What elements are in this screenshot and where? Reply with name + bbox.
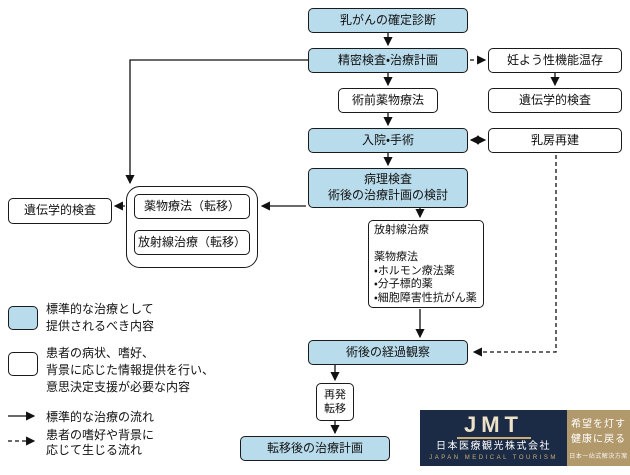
dashed-arrow-reconstruction-to-followup: [472, 155, 557, 357]
legend-dashed-arrow-label: 患者の嗜好や背景に 応じて生じる流れ: [46, 428, 155, 457]
legend-standard-care-label: 標準的な治療として 提供されるべき内容: [46, 302, 155, 333]
node-detailed-exam-treatment-plan: 精密検査・治療計画: [308, 48, 468, 73]
node-genetic-testing-right: 遺伝学的検査: [488, 88, 622, 113]
jmt-company-name-en: JAPAN MEDICAL TOURISM: [429, 455, 558, 461]
node-radiation-therapy-metastasis: 放射線治療（転移）: [134, 230, 250, 255]
node-genetic-testing-left: 遺伝学的検査: [8, 198, 112, 224]
node-confirmed-diagnosis: 乳がんの確定診断: [308, 8, 468, 33]
legend-solid-arrow-label: 標準的な治療の流れ: [46, 410, 155, 424]
node-recurrence-metastasis: 再発 転移: [316, 383, 354, 421]
jmt-logo-gold-bar: [456, 437, 531, 439]
node-drug-therapy-metastasis: 薬物療法（転移）: [134, 194, 250, 219]
node-post-metastasis-treatment-plan: 転移後の治療計画: [240, 436, 390, 461]
legend-patient-preference-swatch: [8, 352, 38, 376]
jmt-slogan-line1: 希望を灯す: [571, 418, 626, 430]
legend-patient-preference-label: 患者の病状、嗜好、 背景に応じた情報提供を行い、 意思決定支援が必要な内容: [46, 346, 215, 394]
node-postop-followup: 術後の経過観察: [308, 340, 468, 365]
legend-standard-care-swatch: [8, 306, 38, 330]
jmt-slogan-panel: 希望を灯す 健康に戻る 日本一站式解決方案: [567, 410, 630, 466]
jmt-logo-mark: JMT: [464, 412, 523, 437]
node-postop-radiation-drug-therapy: 放射線治療 薬物療法 ・ホルモン療法薬 ・分子標的薬 ・細胞障害性抗がん薬: [368, 220, 484, 308]
node-pathology-postop-plan: 病理検査 術後の治療計画の検討: [308, 168, 468, 208]
jmt-logo: JMT 日本医療観光株式会社 JAPAN MEDICAL TOURISM: [420, 410, 567, 466]
jmt-slogan-line2: 健康に戻る: [571, 433, 626, 445]
node-hospitalization-surgery: 入院・手術: [308, 128, 468, 153]
jmt-company-name-ja: 日本医療観光株式会社: [436, 441, 551, 452]
node-preoperative-drug-therapy: 術前薬物療法: [338, 88, 438, 113]
node-fertility-preservation: 妊よう性機能温存: [488, 48, 622, 73]
jmt-slogan-small: 日本一站式解決方案: [569, 453, 628, 460]
node-breast-reconstruction: 乳房再建: [488, 128, 622, 153]
arrow-plan-to-metastasis-group: [125, 59, 308, 185]
